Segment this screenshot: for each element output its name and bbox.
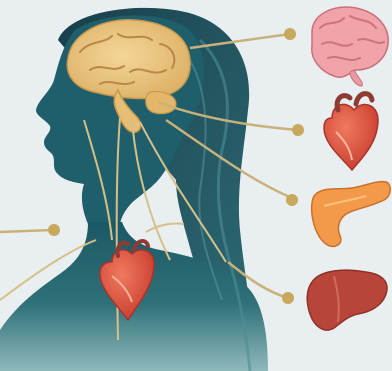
dot-brain [284, 28, 296, 40]
dot-heart [292, 124, 304, 136]
dot-pancreas [286, 194, 298, 206]
dot-left [48, 224, 60, 236]
dot-liver [282, 292, 294, 304]
